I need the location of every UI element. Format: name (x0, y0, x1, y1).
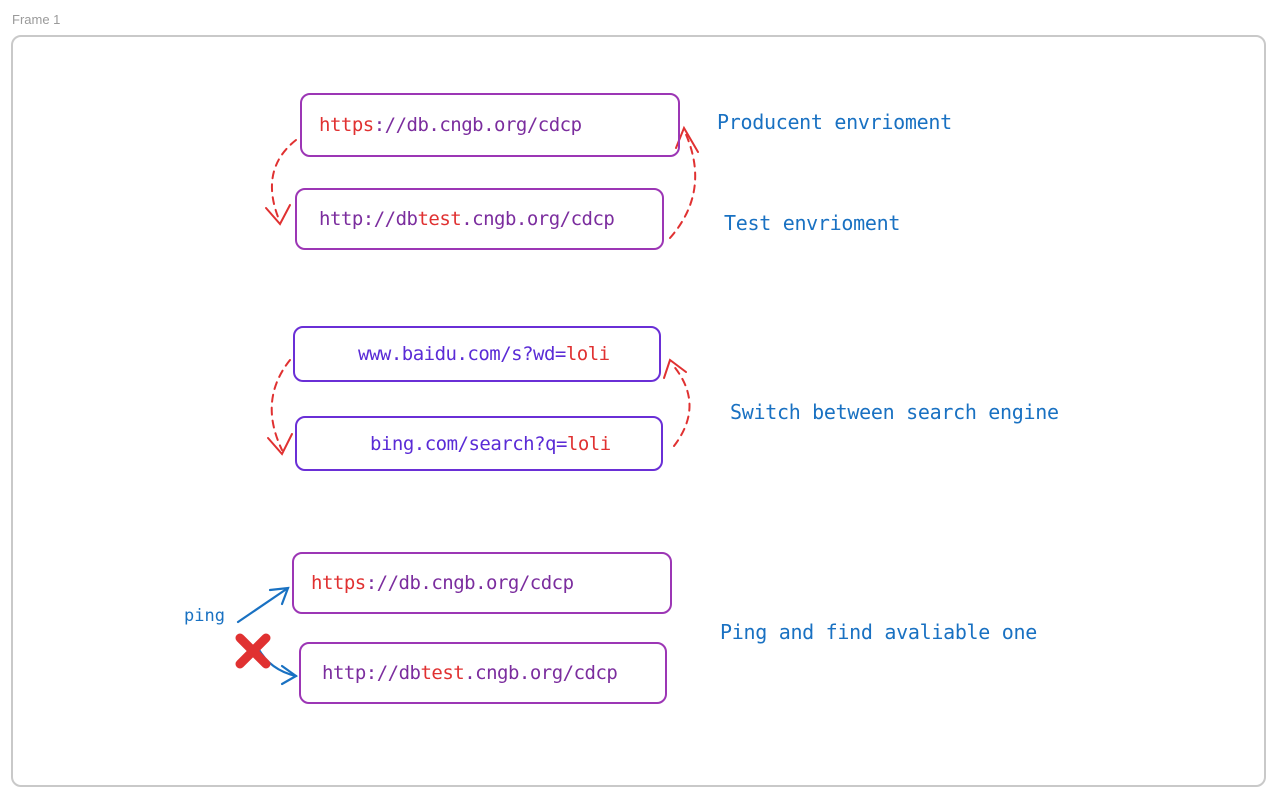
search-engine-note: Switch between search engine (730, 400, 1059, 424)
switch-to-baidu-arrow (663, 358, 691, 447)
ping-test-url-rest: .cngb.org/cdcp (464, 662, 618, 684)
prod-url-protocol: https (319, 114, 374, 136)
ping-test-url-prefix: http://db (322, 662, 421, 684)
fail-cross-icon (235, 633, 271, 669)
baidu-url-base: www.baidu.com/s?wd= (358, 343, 566, 365)
ping-label: ping (184, 606, 225, 626)
test-url-rest: .cngb.org/cdcp (461, 208, 615, 230)
ping-test-url-highlight: test (420, 662, 465, 684)
bing-url-query: loli (566, 432, 611, 455)
ping-prod-url-box: https://db.cngb.org/cdcp (292, 552, 672, 614)
switch-to-test-arrow (265, 139, 297, 226)
test-url-highlight: test (417, 208, 462, 230)
baidu-url-query: loli (565, 343, 610, 365)
test-url-prefix: http://db (319, 208, 418, 230)
baidu-url-box: www.baidu.com/s?wd=loli (293, 326, 661, 382)
bing-url-box: bing.com/search?q=loli (295, 416, 663, 471)
canvas-frame (11, 35, 1266, 787)
ping-prod-arrow (236, 586, 290, 624)
frame-label: Frame 1 (12, 12, 61, 27)
switch-to-bing-arrow (267, 359, 293, 456)
test-env-note: Test envrioment (724, 211, 901, 235)
prod-url-box: https://db.cngb.org/cdcp (300, 93, 680, 157)
ping-prod-url-rest: ://db.cngb.org/cdcp (365, 572, 574, 594)
prod-env-note: Producent envrioment (717, 110, 952, 134)
ping-note: Ping and find avaliable one (720, 620, 1038, 644)
prod-url-rest: ://db.cngb.org/cdcp (373, 114, 582, 136)
ping-prod-url-protocol: https (311, 572, 366, 594)
bing-url-base: bing.com/search?q= (370, 432, 567, 455)
ping-test-arrow (256, 646, 299, 686)
